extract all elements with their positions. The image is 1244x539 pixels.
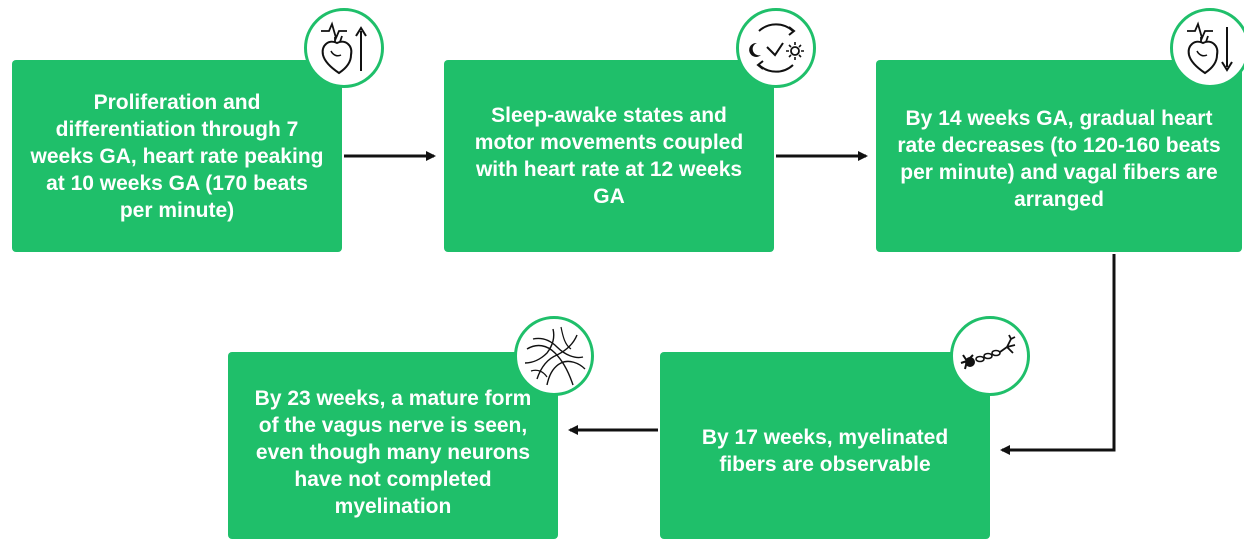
- step-4-box: By 17 weeks, myelinated fibers are obser…: [660, 352, 990, 539]
- step-1-text: Proliferation and differentiation throug…: [30, 89, 324, 224]
- heart-rate-up-icon: [304, 8, 384, 88]
- sleep-wake-cycle-icon: [736, 8, 816, 88]
- heart-rate-down-icon: [1170, 8, 1244, 88]
- step-3-text: By 14 weeks GA, gradual heart rate decre…: [894, 99, 1224, 213]
- step-2-box: Sleep-awake states and motor movements c…: [444, 60, 774, 252]
- step-5-box: By 23 weeks, a mature form of the vagus …: [228, 352, 558, 539]
- step-1-box: Proliferation and differentiation throug…: [12, 60, 342, 252]
- myelinated-neuron-icon: [950, 316, 1030, 396]
- vagus-nerve-icon: [514, 316, 594, 396]
- step-3-box: By 14 weeks GA, gradual heart rate decre…: [876, 60, 1242, 252]
- step-4-text: By 17 weeks, myelinated fibers are obser…: [678, 424, 972, 478]
- step-2-text: Sleep-awake states and motor movements c…: [462, 102, 756, 210]
- step-5-text: By 23 weeks, a mature form of the vagus …: [246, 385, 540, 520]
